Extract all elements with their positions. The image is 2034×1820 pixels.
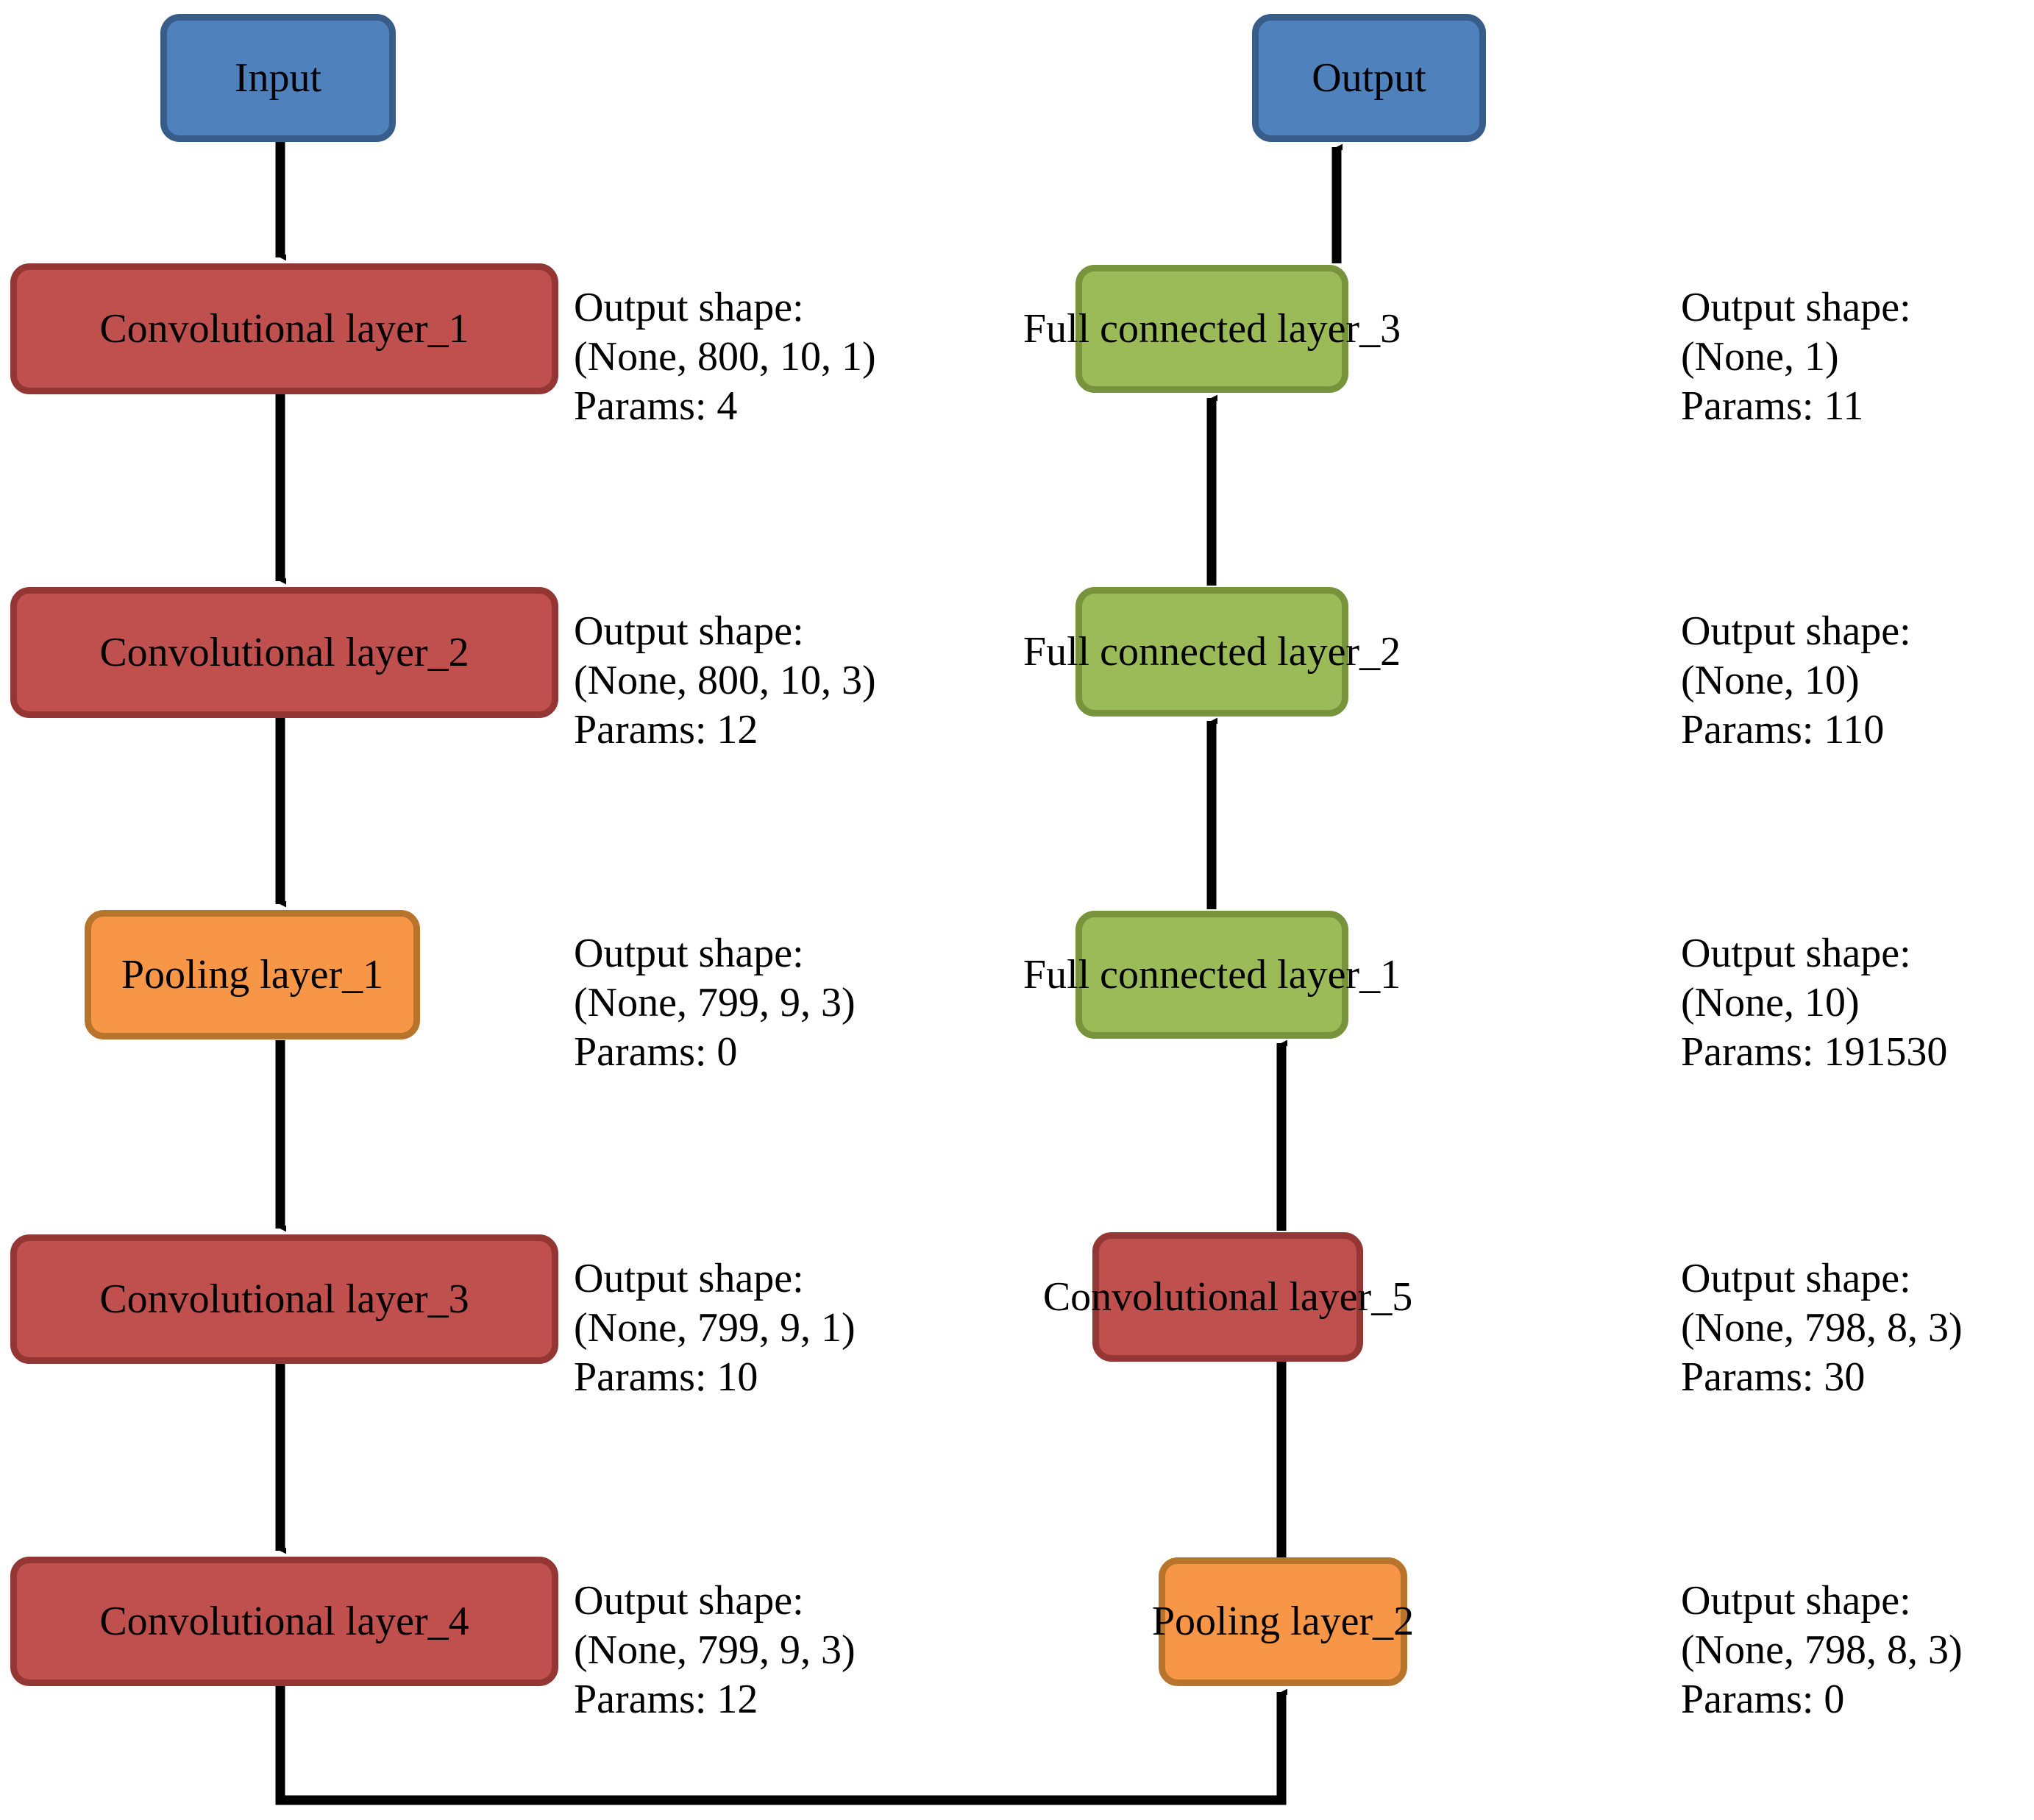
node-input-label: Input [234,54,322,101]
fc3-output-shape-value: (None, 1) [1681,334,1839,380]
conv5-params: Params: 30 [1681,1354,1866,1401]
node-conv1[interactable]: Convolutional layer_1 [10,263,558,394]
conv4-params: Params: 12 [574,1677,758,1723]
node-pool2-label: Pooling layer_2 [1151,1599,1415,1645]
fc2-params: Params: 110 [1681,707,1885,753]
conv1-params: Params: 4 [574,383,738,430]
node-conv3[interactable]: Convolutional layer_3 [10,1234,558,1364]
node-output-label: Output [1312,54,1426,101]
annotation-conv1: Output shape: (None, 800, 10, 1) Params:… [574,283,876,432]
node-fc2-label: Full connected layer_2 [1023,628,1401,675]
pool2-output-shape-value: (None, 798, 8, 3) [1681,1627,1963,1674]
annotation-conv4: Output shape: (None, 799, 9, 3) Params: … [574,1576,856,1725]
node-conv2[interactable]: Convolutional layer_2 [10,587,558,718]
fc3-output-shape-title: Output shape: [1681,285,1911,330]
node-fc1[interactable]: Full connected layer_1 [1023,911,1401,1039]
node-pool2[interactable]: Pooling layer_2 [1152,1557,1414,1686]
node-conv4[interactable]: Convolutional layer_4 [10,1557,558,1686]
node-fc2[interactable]: Full connected layer_2 [1023,587,1401,717]
node-conv5[interactable]: Convolutional layer_5 [1043,1232,1412,1362]
annotation-fc1: Output shape: (None, 10) Params: 191530 [1681,929,1947,1078]
conv4-output-shape-title: Output shape: [574,1578,804,1624]
fc1-output-shape-title: Output shape: [1681,931,1911,976]
annotation-conv2: Output shape: (None, 800, 10, 3) Params:… [574,607,876,756]
node-fc3-label: Full connected layer_3 [1023,305,1401,352]
annotation-fc2: Output shape: (None, 10) Params: 110 [1681,607,1911,756]
node-fc3[interactable]: Full connected layer_3 [1023,265,1401,393]
conv1-output-shape-value: (None, 800, 10, 1) [574,334,876,380]
conv2-params: Params: 12 [574,707,758,753]
node-output[interactable]: Output [1252,14,1486,142]
conv2-output-shape-value: (None, 800, 10, 3) [574,658,876,704]
annotation-conv3: Output shape: (None, 799, 9, 1) Params: … [574,1254,856,1403]
node-input[interactable]: Input [160,14,396,142]
node-pool1[interactable]: Pooling layer_1 [85,910,420,1039]
node-conv2-label: Convolutional layer_2 [99,629,469,675]
fc2-output-shape-title: Output shape: [1681,608,1911,654]
node-pool1-label: Pooling layer_1 [121,951,384,998]
node-fc1-label: Full connected layer_1 [1023,951,1401,998]
node-conv5-label: Convolutional layer_5 [1042,1273,1413,1320]
conv3-output-shape-title: Output shape: [574,1256,804,1301]
fc1-params: Params: 191530 [1681,1029,1948,1076]
conv5-output-shape-title: Output shape: [1681,1256,1911,1301]
conv1-output-shape-title: Output shape: [574,285,804,330]
annotation-conv5: Output shape: (None, 798, 8, 3) Params: … [1681,1254,1963,1403]
pool1-output-shape-value: (None, 799, 9, 3) [574,980,856,1026]
pool1-params: Params: 0 [574,1029,738,1076]
pool2-params: Params: 0 [1681,1677,1845,1723]
conv3-params: Params: 10 [574,1354,758,1401]
annotation-fc3: Output shape: (None, 1) Params: 11 [1681,283,1911,432]
pool1-output-shape-title: Output shape: [574,931,804,976]
conv2-output-shape-title: Output shape: [574,608,804,654]
fc3-params: Params: 11 [1681,383,1864,430]
conv5-output-shape-value: (None, 798, 8, 3) [1681,1305,1963,1351]
pool2-output-shape-title: Output shape: [1681,1578,1911,1624]
annotation-pool2: Output shape: (None, 798, 8, 3) Params: … [1681,1576,1963,1725]
fc2-output-shape-value: (None, 10) [1681,658,1860,704]
conv4-output-shape-value: (None, 799, 9, 3) [574,1627,856,1674]
fc1-output-shape-value: (None, 10) [1681,980,1860,1026]
node-conv4-label: Convolutional layer_4 [99,1598,469,1644]
conv3-output-shape-value: (None, 799, 9, 1) [574,1305,856,1351]
node-conv1-label: Convolutional layer_1 [99,305,469,352]
annotation-pool1: Output shape: (None, 799, 9, 3) Params: … [574,929,856,1078]
node-conv3-label: Convolutional layer_3 [99,1276,469,1322]
